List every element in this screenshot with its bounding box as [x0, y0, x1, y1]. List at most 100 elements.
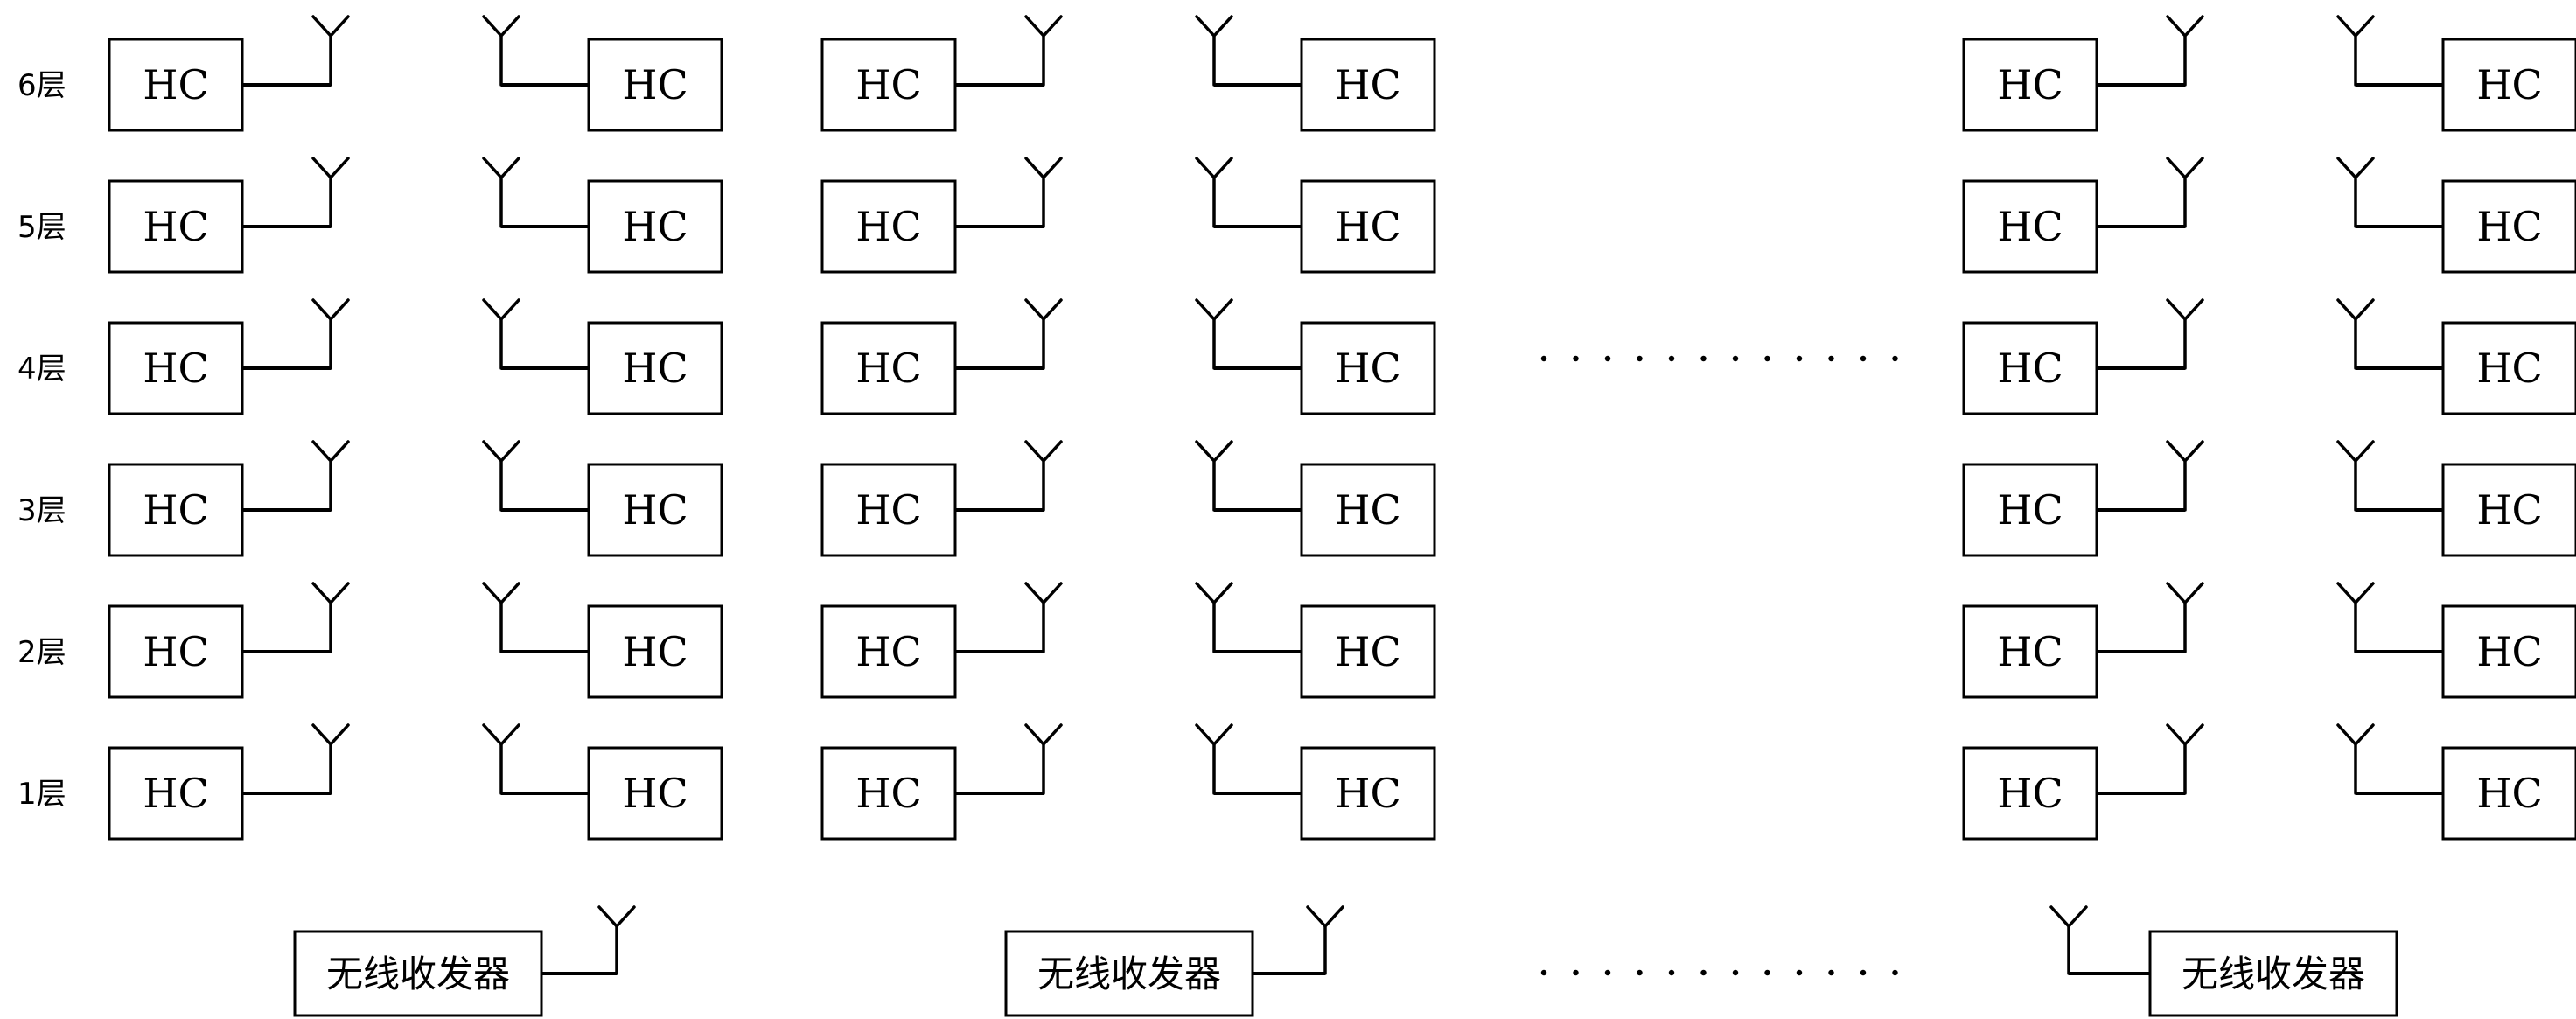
hc-label: HC — [622, 770, 688, 817]
antenna-icon — [2166, 723, 2204, 795]
antenna-icon — [482, 440, 520, 512]
hc-box — [1300, 179, 1436, 274]
hc-box — [1300, 38, 1436, 132]
hc-unit: HC — [2336, 723, 2576, 841]
hc-box — [108, 604, 244, 699]
transceiver-row: 无线收发器无线收发器无线收发器 — [293, 905, 2398, 1017]
hc-box — [587, 38, 723, 132]
antenna-icon — [1195, 157, 1233, 228]
hc-label: HC — [622, 628, 688, 675]
hc-box — [2441, 38, 2576, 132]
hc-unit: HC — [1195, 298, 1436, 415]
ellipsis-dot — [1828, 355, 1834, 362]
hc-box — [1300, 321, 1436, 415]
hc-label: HC — [143, 628, 208, 675]
antenna-icon — [1024, 582, 1063, 653]
hc-label: HC — [1997, 345, 2063, 392]
hc-box — [108, 463, 244, 557]
hc-label: HC — [143, 770, 208, 817]
antenna-icon — [1024, 298, 1063, 370]
antenna-icon — [482, 15, 520, 87]
hc-unit: HC — [1195, 15, 1436, 132]
hc-unit: HC — [1962, 723, 2204, 841]
hc-label: HC — [1997, 203, 2063, 250]
ellipsis-dot — [1796, 355, 1803, 362]
hc-label: HC — [143, 61, 208, 108]
antenna-icon — [2336, 440, 2375, 512]
hc-unit: HC — [2336, 582, 2576, 699]
hc-label: HC — [622, 345, 688, 392]
antenna-icon — [311, 15, 350, 87]
antenna-icon — [1195, 582, 1233, 653]
hc-label: HC — [143, 345, 208, 392]
antenna-icon — [597, 905, 636, 975]
hc-label: HC — [855, 345, 921, 392]
ellipsis-dot — [1764, 355, 1770, 362]
antenna-icon — [2166, 157, 2204, 228]
hc-label: HC — [1997, 61, 2063, 108]
ellipsis-dot — [1828, 969, 1834, 976]
hc-unit: HC — [108, 298, 350, 415]
antenna-icon — [1306, 905, 1344, 975]
hc-box — [1300, 604, 1436, 699]
ellipsis-dot — [1573, 355, 1579, 362]
antenna-icon — [2336, 298, 2375, 370]
transceiver-label: 无线收发器 — [1037, 953, 1221, 995]
antenna-icon — [2336, 723, 2375, 795]
antenna-icon — [482, 157, 520, 228]
ellipsis-dot — [1860, 355, 1867, 362]
wireless-transceiver: 无线收发器 — [293, 905, 636, 1017]
antenna-icon — [311, 582, 350, 653]
hc-label: HC — [2476, 628, 2542, 675]
hc-unit: HC — [108, 157, 350, 274]
hc-nodes: HC HC HC HC HC HC HC HC HC HC HC HC HC HC HC HC HC HC HC HC… — [108, 15, 2576, 841]
floor-label: 3层 — [17, 493, 66, 528]
hc-unit: HC — [820, 582, 1063, 699]
transceiver-box — [1004, 930, 1254, 1017]
antenna-icon — [1024, 723, 1063, 795]
hc-unit: HC — [1195, 582, 1436, 699]
ellipsis-dots — [1540, 355, 1898, 976]
floor-label: 4层 — [17, 352, 66, 387]
hc-unit: HC — [820, 440, 1063, 557]
antenna-icon — [1024, 157, 1063, 228]
hc-label: HC — [2476, 486, 2542, 534]
hc-box — [2441, 321, 2576, 415]
ellipsis-dot — [1668, 355, 1675, 362]
hc-label: HC — [855, 61, 921, 108]
antenna-icon — [2166, 440, 2204, 512]
antenna-icon — [2336, 582, 2375, 653]
hc-unit: HC — [2336, 15, 2576, 132]
hc-box — [820, 321, 957, 415]
hc-label: HC — [622, 203, 688, 250]
hc-label: HC — [1997, 628, 2063, 675]
hc-unit: HC — [820, 298, 1063, 415]
antenna-icon — [2166, 582, 2204, 653]
ellipsis — [1540, 969, 1898, 976]
ellipsis-dot — [1860, 969, 1867, 976]
hc-box — [2441, 463, 2576, 557]
hc-label: HC — [855, 770, 921, 817]
hc-unit: HC — [2336, 298, 2576, 415]
floor-label: 5层 — [17, 210, 66, 245]
transceiver-box — [293, 930, 543, 1017]
hc-box — [108, 746, 244, 841]
hc-unit: HC — [482, 157, 723, 274]
hc-box — [820, 463, 957, 557]
hc-unit: HC — [482, 582, 723, 699]
antenna-icon — [1195, 723, 1233, 795]
hc-box — [2441, 179, 2576, 274]
ellipsis-dot — [1668, 969, 1675, 976]
antenna-icon — [2336, 15, 2375, 87]
ellipsis-dot — [1892, 355, 1898, 362]
hc-label: HC — [855, 628, 921, 675]
antenna-icon — [311, 723, 350, 795]
hc-label: HC — [1335, 628, 1400, 675]
hc-label: HC — [1997, 770, 2063, 817]
hc-unit: HC — [108, 15, 350, 132]
hc-unit: HC — [1195, 157, 1436, 274]
floor-label: 1层 — [17, 777, 66, 812]
ellipsis-dot — [1637, 969, 1643, 976]
ellipsis-dot — [1796, 969, 1803, 976]
